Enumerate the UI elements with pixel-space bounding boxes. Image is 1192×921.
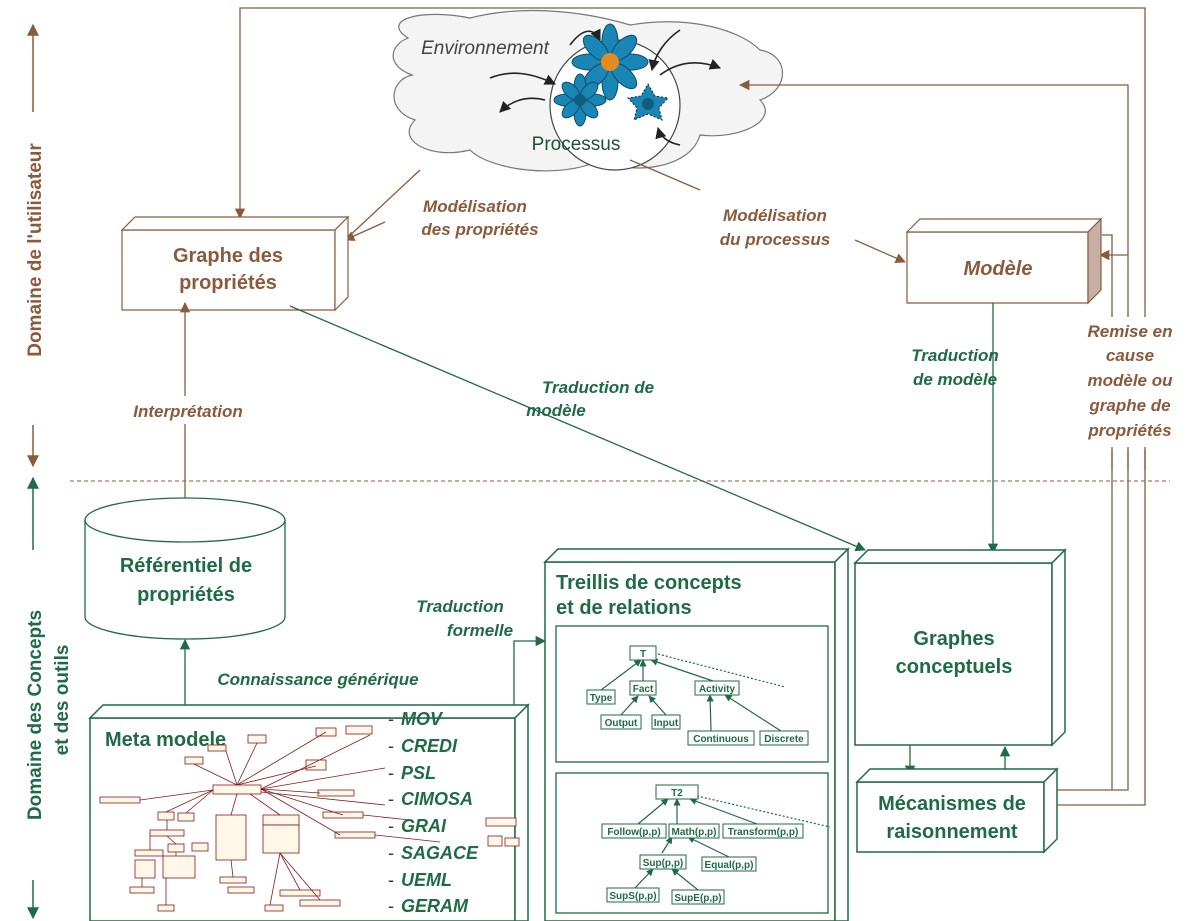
language-psl: PSL (401, 763, 436, 783)
traduction-modele-mid-label-2: modèle (526, 401, 586, 420)
mecanismes-label-1: Mécanismes de (878, 793, 1026, 815)
language-credi: CREDI (401, 736, 458, 756)
meta-modele-box (88, 703, 530, 921)
lattice-1-edges (600, 653, 786, 732)
lattice-2-sup: Sup(p,p) (643, 858, 684, 869)
graphes-label-2: conceptuels (896, 656, 1013, 678)
remise-line-4: graphe de (1088, 396, 1170, 415)
svg-text:-: - (388, 763, 394, 783)
uml-diagram-thumbnail (99, 725, 520, 912)
language-list: - MOV - CREDI - PSL - CIMOSA - GRAI - SA… (388, 709, 479, 916)
treillis-label-1: Treillis de concepts (556, 572, 742, 594)
lattice-2-supe: SupE(p,p) (674, 893, 721, 904)
graphe-label-2: propriétés (179, 272, 277, 294)
lattice-1-input: Input (654, 718, 679, 729)
language-cimosa: CIMOSA (401, 789, 473, 809)
referentiel-cylinder (84, 497, 286, 640)
svg-text:-: - (388, 789, 394, 809)
lattice-2-follow: Follow(p,p) (607, 827, 660, 838)
traduction-modele-mid-arrow (289, 305, 866, 552)
flower-icon (571, 23, 649, 101)
modelisation-proprietes-label-2: des propriétés (421, 220, 538, 239)
svg-text:-: - (388, 736, 394, 756)
lattice-2-equal: Equal(p,p) (705, 860, 754, 871)
environment-arrows (489, 28, 722, 146)
svg-text:-: - (388, 870, 394, 890)
language-mov: MOV (401, 709, 444, 729)
user-domain-label: Domaine de l'utilisateur (25, 143, 46, 357)
lattice-2-math: Math(p,p) (672, 827, 717, 838)
modele-box (905, 217, 1103, 305)
lattice-1-activity: Activity (699, 684, 736, 695)
traduction-formelle-label-1: Traduction (416, 597, 504, 616)
svg-text:-: - (388, 709, 394, 729)
user-domain-axis: Domaine de l'utilisateur (25, 23, 46, 468)
traduction-modele-right-label-2: de modèle (913, 370, 997, 389)
traduction-formelle-arrow (513, 635, 547, 705)
mecanismes-label-2: raisonnement (886, 821, 1017, 843)
svg-text:-: - (388, 816, 394, 836)
treillis-label-2: et de relations (556, 597, 692, 619)
remise-line-3: modèle ou (1087, 371, 1173, 390)
lattice-1-output: Output (605, 718, 638, 729)
remise-lines (1057, 450, 1146, 806)
lattice-1-nodes: T Type Fact Activity Output Input Contin… (586, 645, 809, 746)
concepts-domain-axis: Domaine des Concepts et des outils (25, 476, 73, 920)
lattice-1-discrete: Discrete (764, 734, 804, 745)
language-ueml: UEML (401, 870, 452, 890)
lattice-2-top: T2 (671, 788, 683, 799)
meta-modele-label: Meta modele (105, 729, 226, 751)
traduction-modele-right-label-1: Traduction (911, 346, 999, 365)
remise-line-1: Remise en (1087, 322, 1172, 341)
graphes-label-1: Graphes (913, 628, 994, 650)
lattice-2-edges (634, 795, 831, 891)
traduction-modele-mid-label-1: Traduction de (542, 378, 654, 397)
lattice-1-top: T (640, 649, 646, 660)
concepts-domain-label-2: et des outils (52, 645, 73, 756)
svg-text:-: - (388, 843, 394, 863)
traduction-formelle-label-2: formelle (447, 621, 513, 640)
language-grai: GRAI (401, 816, 447, 836)
remise-line-2: cause (1106, 346, 1154, 365)
environnement-label: Environnement (421, 38, 550, 59)
language-geram: GERAM (401, 896, 469, 916)
star-icon (627, 83, 669, 121)
modelisation-processus-arrow (629, 159, 701, 191)
small-flower-icon (553, 73, 607, 127)
lattice-2-sups: SupS(p,p) (609, 891, 656, 902)
mecanismes-box (855, 767, 1059, 854)
modelisation-proprietes-arrow (344, 169, 421, 241)
modele-label: Modèle (964, 258, 1033, 280)
concepts-domain-label-1: Domaine des Concepts (25, 610, 46, 820)
connaissance-label: Connaissance générique (217, 670, 418, 689)
referentiel-label-2: propriétés (137, 584, 235, 606)
graphe-proprietes-box (120, 215, 350, 312)
processus-label: Processus (532, 134, 621, 155)
graphes-conceptuels-box (853, 548, 1067, 747)
remise-line-5: propriétés (1087, 421, 1171, 440)
lattice-1-fact: Fact (633, 684, 654, 695)
lattice-1-continuous: Continuous (693, 734, 749, 745)
language-sagace: SAGACE (401, 843, 479, 863)
modelisation-proprietes-label-1: Modélisation (423, 197, 527, 216)
lattice-2-nodes: T2 Follow(p,p) Math(p,p) Transform(p,p) … (601, 784, 804, 905)
interpretation-label: Interprétation (133, 402, 243, 421)
remise-label: Remise en cause modèle ou graphe de prop… (1087, 322, 1173, 440)
lattice-1-type: Type (590, 693, 613, 704)
referentiel-label-1: Référentiel de (120, 555, 252, 577)
modelisation-processus-label-2: du processus (720, 230, 831, 249)
graphe-label-1: Graphe des (173, 245, 283, 267)
lattice-2-transform: Transform(p,p) (728, 827, 799, 838)
modelisation-processus-label-1: Modélisation (723, 206, 827, 225)
svg-text:-: - (388, 896, 394, 916)
